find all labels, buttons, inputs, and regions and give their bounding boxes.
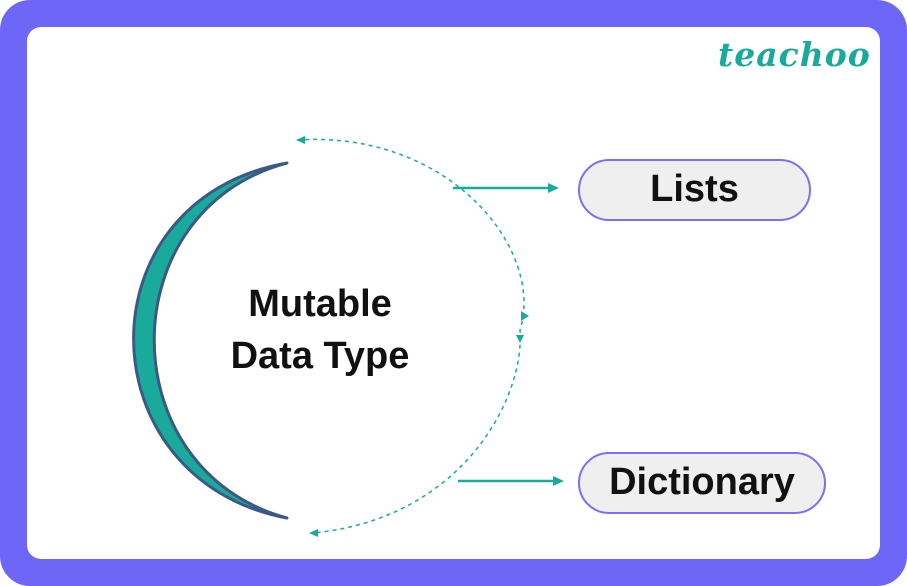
dashed-arc xyxy=(296,138,525,534)
dashed-arc-arrowhead-bottom xyxy=(309,529,318,537)
center-title-line2: Data Type xyxy=(230,335,410,377)
center-title: Mutable Data Type xyxy=(190,278,450,382)
dictionary-pill: Dictionary xyxy=(578,452,826,514)
dashed-arc-arrowhead-top xyxy=(296,136,305,144)
crescent-shape xyxy=(132,161,289,520)
teachoo-logo: teachoo xyxy=(718,35,871,74)
center-title-line1: Mutable xyxy=(248,283,392,325)
dashed-arc-arrowhead-mid xyxy=(516,335,524,343)
dashed-arc-arrowhead-right xyxy=(521,311,529,321)
arrow-to-dictionary-head xyxy=(553,476,564,486)
lists-pill: Lists xyxy=(578,159,811,221)
arrow-to-lists-head xyxy=(548,183,559,193)
